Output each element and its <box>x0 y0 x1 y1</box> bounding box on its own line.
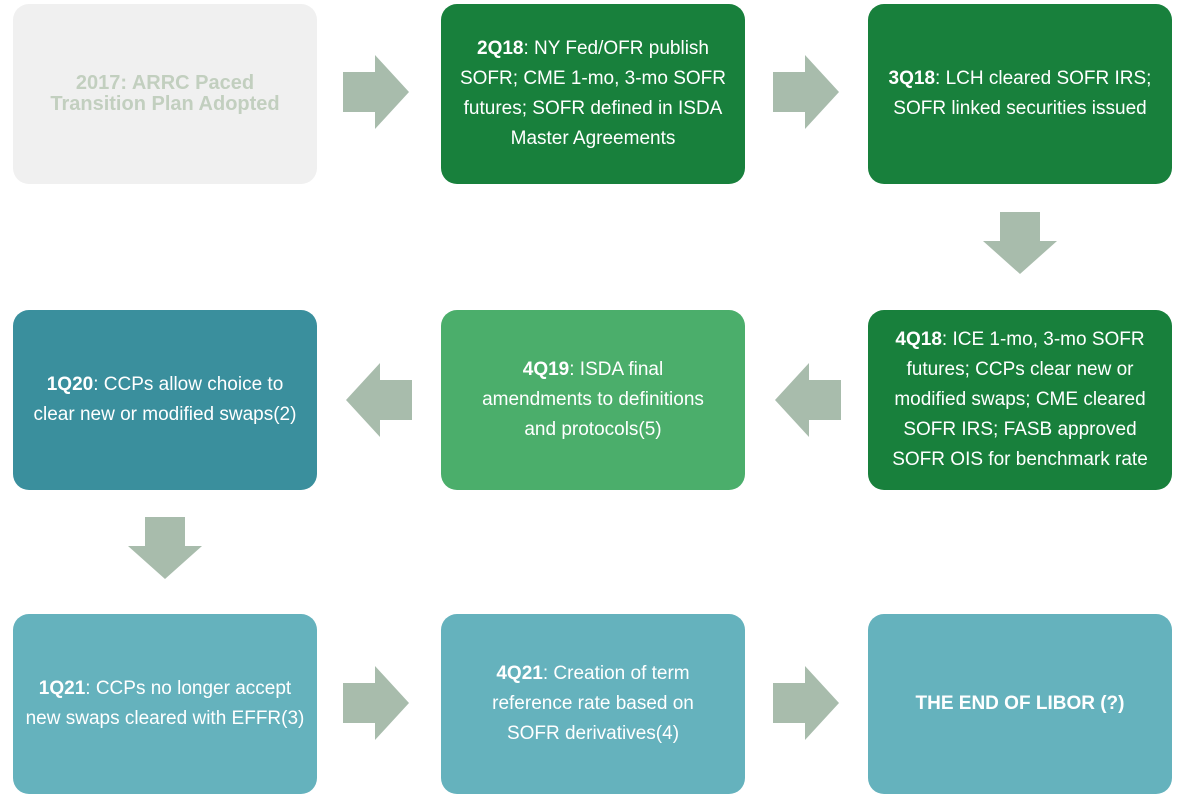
step-4q19-text: : ISDA final amendments to definitions a… <box>482 359 704 440</box>
arrow-left-icon <box>775 363 841 437</box>
step-2017-line2: Transition Plan Adopted <box>50 93 280 115</box>
arrow-right-icon <box>773 55 839 129</box>
step-3q18-label: 3Q18 <box>888 68 936 89</box>
step-4q19-box: 4Q19: ISDA final amendments to definitio… <box>441 310 745 490</box>
arrow-right-icon <box>343 55 409 129</box>
step-4q19-label: 4Q19 <box>522 359 570 380</box>
step-4q18-text: : ICE 1-mo, 3-mo SOFR futures; CCPs clea… <box>892 329 1148 470</box>
arrow-right-icon <box>343 666 409 740</box>
step-1q21-label: 1Q21 <box>38 678 86 699</box>
step-1q21-box: 1Q21: CCPs no longer accept new swaps cl… <box>13 614 317 794</box>
step-2q18-label: 2Q18 <box>477 38 524 59</box>
arrow-left-icon <box>346 363 412 437</box>
step-4q21-box: 4Q21: Creation of term reference rate ba… <box>441 614 745 794</box>
step-1q21-text: : CCPs no longer accept new swaps cleare… <box>25 678 305 729</box>
step-2017-line1: 2017: ARRC Paced <box>75 72 255 94</box>
step-end-box: THE END OF LIBOR (?) <box>868 614 1172 794</box>
step-4q21-label: 4Q21 <box>496 663 543 684</box>
step-end-title: THE END OF LIBOR (?) <box>915 693 1125 714</box>
step-2017-text: 2017: ARRC Paced Transition Plan Adopted <box>50 73 279 115</box>
step-2q18-box: 2Q18: NY Fed/OFR publish SOFR; CME 1-mo,… <box>441 4 745 184</box>
arrow-right-icon <box>773 666 839 740</box>
step-4q18-label: 4Q18 <box>895 329 942 350</box>
step-1q20-label: 1Q20 <box>46 374 94 395</box>
arrow-down-icon <box>128 517 202 579</box>
step-2q18-text: : NY Fed/OFR publish SOFR; CME 1-mo, 3-m… <box>459 38 727 149</box>
step-3q18-text: : LCH cleared SOFR IRS; SOFR linked secu… <box>893 68 1152 119</box>
step-2017-box: 2017: ARRC Paced Transition Plan Adopted <box>13 4 317 184</box>
step-4q18-box: 4Q18: ICE 1-mo, 3-mo SOFR futures; CCPs … <box>868 310 1172 490</box>
step-4q21-text: : Creation of term reference rate based … <box>492 663 694 744</box>
step-1q20-text: : CCPs allow choice to clear new or modi… <box>33 374 297 425</box>
step-3q18-box: 3Q18: LCH cleared SOFR IRS; SOFR linked … <box>868 4 1172 184</box>
step-1q20-box: 1Q20: CCPs allow choice to clear new or … <box>13 310 317 490</box>
arrow-down-icon <box>983 212 1057 274</box>
